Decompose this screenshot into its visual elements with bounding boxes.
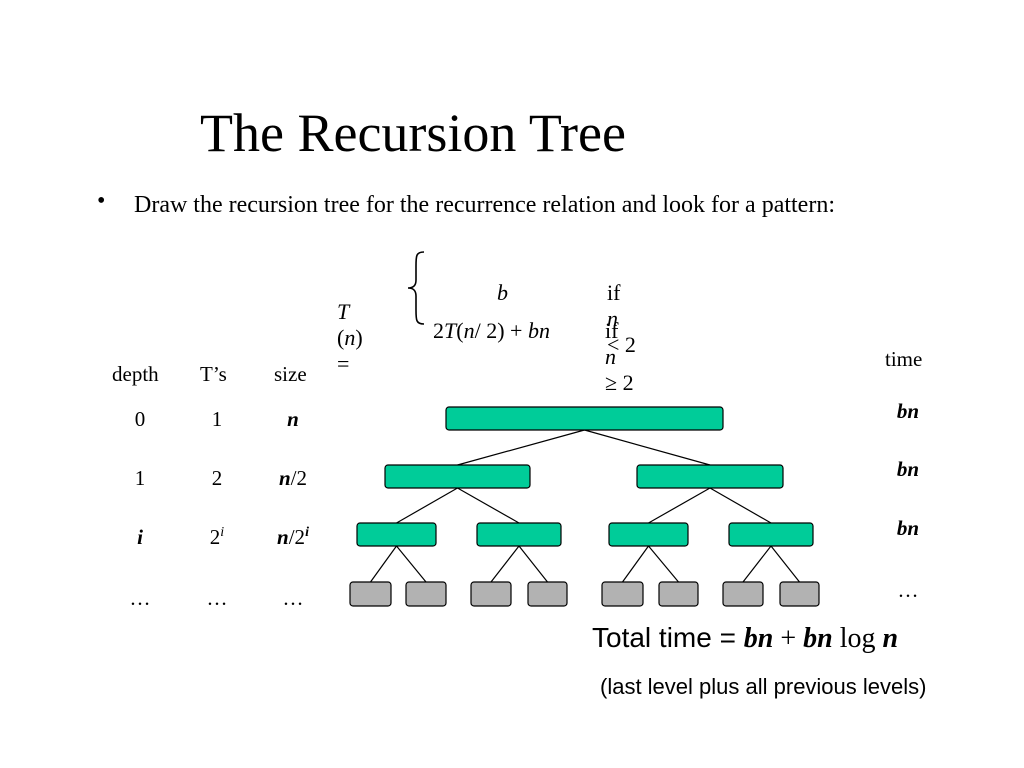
header-ts: T’s [200,362,227,386]
tree-leaf-node [349,581,392,607]
case2-mid: / 2) + [474,318,528,343]
total-log: log [832,623,883,654]
lhs-eq: = [337,351,350,376]
tree-node [384,464,531,489]
size-n: n [278,466,291,490]
ts-cell: 1 [211,407,223,431]
total-time-line: Total time = bn + bn log n [592,622,898,655]
case2-T: T [444,318,457,343]
depth-cell: … [129,586,151,610]
tree-leaf-node [405,581,447,607]
depth-cell: 1 [134,466,146,490]
tree-edge [648,487,711,524]
tree-edge [457,429,585,466]
tree-edge [396,487,458,524]
size-n: n [277,525,289,549]
tree-node [728,522,814,547]
ts-cell: 2i [182,525,252,550]
lhs-close: ) [355,325,363,350]
case2-bn: bn [527,318,550,343]
tree-node [356,522,437,547]
case2-condition: if n ≥ 2 [594,292,634,396]
tree-edge [770,545,800,583]
tree-node [476,522,562,547]
ts-cell: … [206,586,228,610]
tree-edge [622,545,649,583]
total-bn-1: bn [743,623,774,654]
bullet-marker: • [97,188,106,214]
depth-cell: 0 [134,407,146,431]
total-bn-2: bn [803,623,833,654]
case2-value: 2T(n/ 2) + bn [422,292,550,344]
time-cell: … [897,578,919,602]
bullet-text: Draw the recursion tree for the recurren… [134,192,835,218]
case2-open: ( [456,318,464,343]
size-n: n [287,407,299,431]
ts-base: 2 [209,525,221,549]
tree-node [608,522,689,547]
ts-cell: 2 [211,466,223,490]
header-time: time [885,347,923,371]
case1-cond: < 2 [607,332,636,357]
tree-leaf-node [527,581,568,607]
tree-edge [518,545,548,583]
case1-n: n [607,306,618,331]
tree-leaf-node [601,581,644,607]
page-title: The Recursion Tree [200,103,626,163]
tree-edge [742,545,772,583]
size-rest: /2 [290,466,308,490]
header-depth: depth [112,362,159,386]
size-cell: n/2 [258,466,328,491]
total-n: n [882,623,899,654]
recurrence-lhs: T (n) = [326,273,363,377]
tree-edge [396,545,427,583]
tree-edge [709,487,772,524]
time-cell: bn [896,399,920,423]
tree-leaf-node [722,581,764,607]
case1-condition: if n < 2 [596,254,636,358]
case1-if: if [607,280,621,305]
size-rest: /2 [288,525,306,549]
tree-leaf-node [658,581,699,607]
total-note: (last level plus all previous levels) [600,674,927,699]
header-size: size [274,362,307,386]
case2-if: if [605,318,619,343]
total-expression: bn + bn log n [744,623,898,654]
tree-leaf-node [779,581,820,607]
tree-edge [490,545,520,583]
tree-edge [370,545,397,583]
lhs-T: T [337,299,350,324]
case2-cond: ≥ 2 [605,370,634,395]
case1-value: b [486,254,508,306]
lhs-open: ( [337,325,345,350]
lhs-n: n [344,325,356,350]
case2-two: 2 [433,318,444,343]
case2-n: n [463,318,475,343]
total-plus: + [773,623,804,654]
size-exponent: i [305,525,309,540]
size-cell: … [282,586,304,610]
size-cell: n/2i [258,525,328,550]
time-cell: bn [896,457,920,481]
tree-edge [648,545,679,583]
tree-node [636,464,784,489]
size-cell: n [258,407,328,432]
tree-edge [584,429,711,466]
case2-n: n [605,344,616,369]
tree-edge [457,487,520,524]
left-brace-icon [407,251,425,325]
case1-b: b [497,280,508,305]
ts-exponent: i [220,525,225,540]
time-cell: bn [896,516,920,540]
tree-node [445,406,724,431]
depth-cell: i [137,525,143,549]
tree-leaf-node [470,581,512,607]
total-label: Total time = [592,622,744,653]
